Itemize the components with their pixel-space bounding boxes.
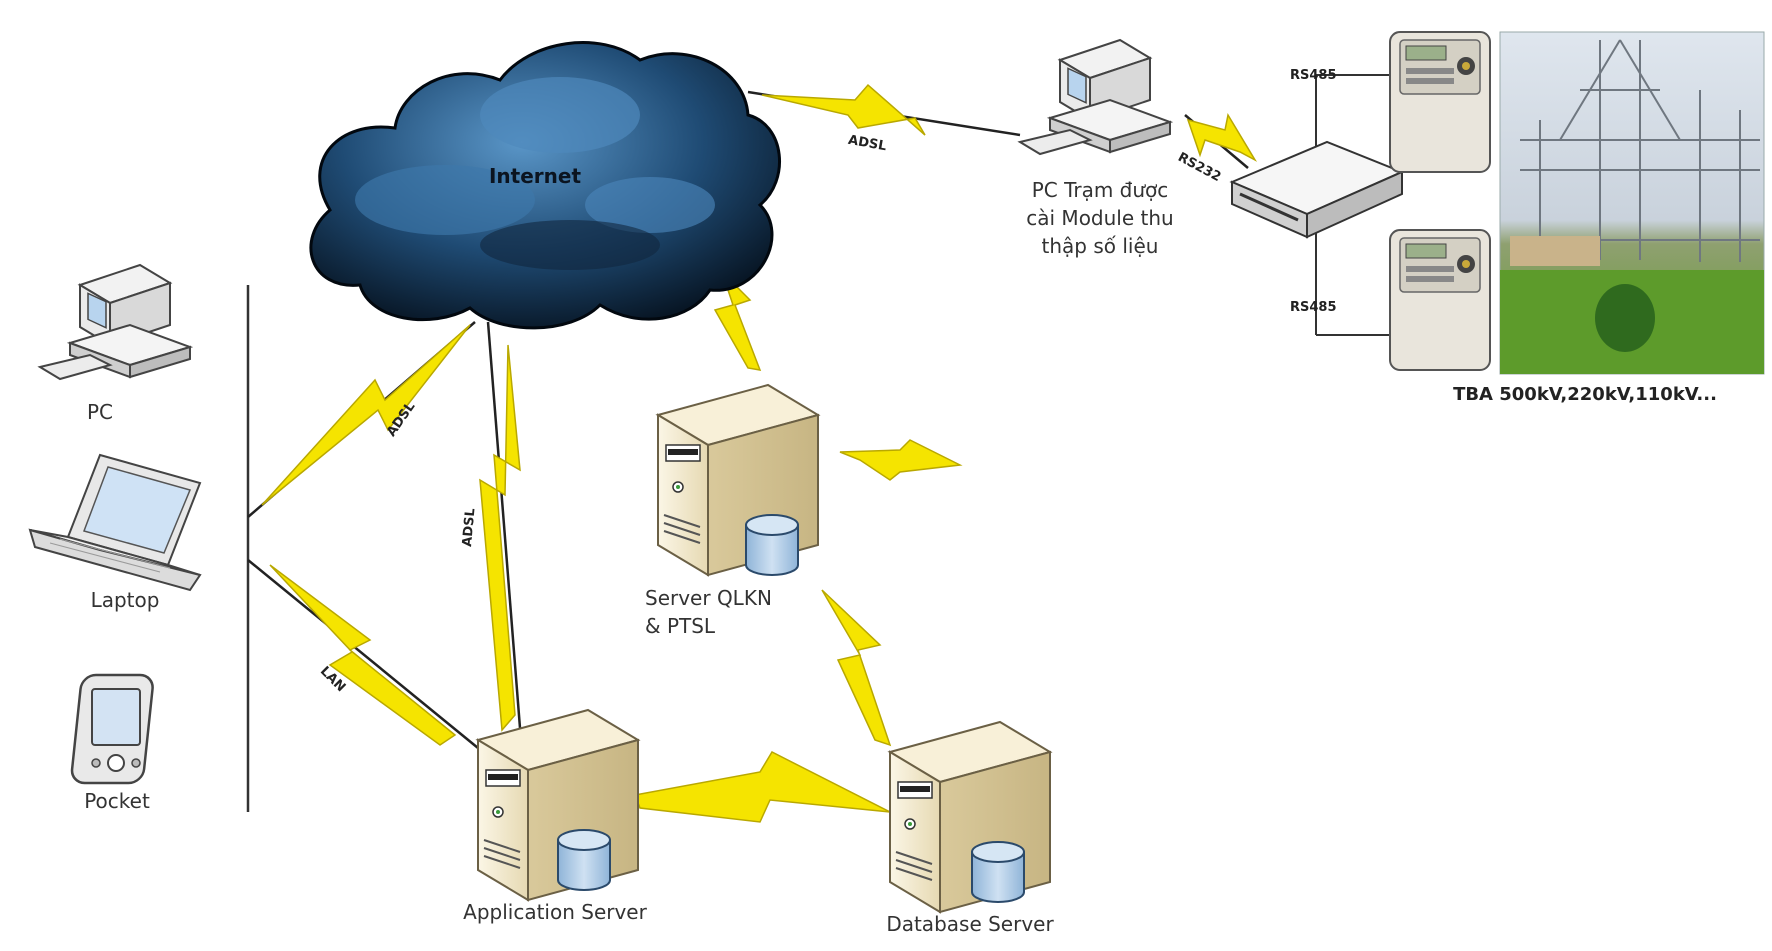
pocket-pc-icon	[70, 673, 154, 785]
energy-meter-icon-bottom	[1389, 229, 1491, 371]
converter-hub-icon	[1229, 140, 1405, 239]
database-server-label: Database Server	[886, 912, 1054, 936]
energy-meter-icon-top	[1389, 31, 1491, 173]
substation-photo	[1499, 31, 1765, 375]
pc-icon	[39, 264, 191, 380]
pc-tram-label: PC Trạm được cài Module thu thập số liệu	[1026, 178, 1174, 258]
internet-label: Internet	[488, 164, 582, 188]
bolt-qlkn-db	[821, 589, 892, 747]
server-qlkn-label: Server QLKN & PTSL	[645, 586, 772, 638]
lightning-bolts	[261, 83, 1258, 823]
rs485-bottom-link-label: RS485	[1290, 300, 1337, 315]
bolt-qlkn-right	[839, 439, 963, 481]
bolt-adsl-left	[261, 324, 471, 506]
bolt-adsl-mid	[479, 344, 521, 732]
bolt-rs232	[1186, 112, 1258, 162]
database-server-icon	[889, 721, 1051, 913]
internet-cloud	[309, 41, 781, 330]
link-bus-appserver	[247, 559, 479, 749]
laptop-label: Laptop	[90, 588, 160, 612]
server-qlkn-icon	[657, 384, 819, 576]
pocket-label: Pocket	[84, 789, 150, 813]
application-server-icon	[477, 709, 639, 901]
link-internet-appserver	[486, 321, 522, 729]
bolt-lan	[269, 564, 457, 746]
bolt-internet-qlkn	[713, 271, 762, 371]
pc-tram-icon	[1019, 39, 1171, 155]
bolt-adsl-top	[761, 83, 926, 136]
rs485-top-link-label: RS485	[1290, 68, 1337, 83]
substation-label: TBA 500kV,220kV,110kV...	[1453, 384, 1717, 405]
application-server-label: Application Server	[463, 900, 647, 924]
laptop-icon	[28, 453, 202, 592]
bolt-app-db	[633, 751, 891, 823]
pc-label: PC	[86, 400, 114, 424]
